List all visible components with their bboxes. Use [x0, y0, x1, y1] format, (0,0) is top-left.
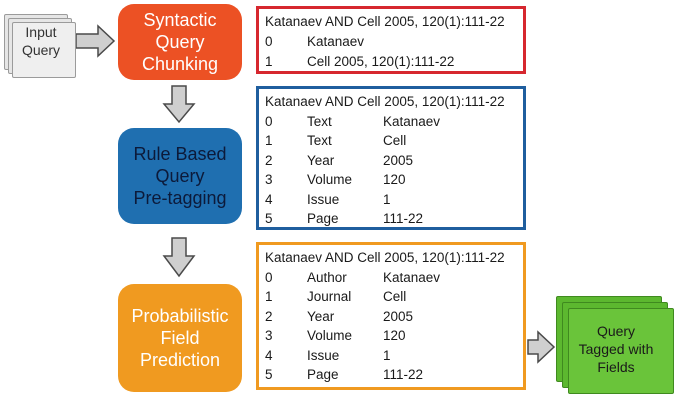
- document-page: [568, 308, 674, 394]
- row-value: 2005: [383, 152, 414, 168]
- row-index: 2: [265, 308, 273, 324]
- row-index: 3: [265, 172, 273, 188]
- document-page: [12, 22, 76, 78]
- step-rule-based-pretagging: Rule Based Query Pre-tagging: [118, 128, 242, 224]
- row-index: 5: [265, 367, 273, 383]
- row-index: 0: [265, 270, 273, 285]
- row-index: 3: [265, 328, 273, 344]
- row-tag: Issue: [307, 191, 340, 207]
- row-index: 4: [265, 347, 273, 363]
- prediction-result-panel: Katanaev AND Cell 2005, 120(1):111-22 0 …: [256, 242, 526, 390]
- table-row: 5 Page 111-22: [265, 365, 440, 384]
- step-syntactic-query-chunking: Syntactic Query Chunking: [118, 4, 242, 80]
- row-tag: Issue: [307, 347, 340, 363]
- table-row: 0 Text Katanaev: [265, 112, 440, 131]
- row-tag: Journal: [307, 289, 352, 305]
- table-row: 4 Issue 1: [265, 190, 440, 209]
- row-tag: Volume: [307, 328, 353, 344]
- row-index: 2: [265, 152, 273, 168]
- row-index: 1: [265, 54, 273, 69]
- row-tag: Page: [307, 211, 339, 227]
- row-index: 5: [265, 211, 273, 227]
- row-tag: Volume: [307, 172, 353, 188]
- row-tag: Text: [307, 133, 332, 149]
- row-value: 111-22: [383, 211, 424, 227]
- row-index: 4: [265, 191, 273, 207]
- row-index: 1: [265, 133, 273, 149]
- table-row: 1 Journal Cell: [265, 287, 440, 306]
- arrow-pretagging-to-prediction: [162, 237, 196, 278]
- step-probabilistic-field-prediction: Probabilistic Field Prediction: [118, 284, 242, 392]
- row-value: 1: [383, 347, 391, 363]
- row-value: Katanaev: [307, 34, 365, 49]
- table-row: 3 Volume 120: [265, 326, 440, 345]
- table-row: 5 Page 111-22: [265, 209, 440, 228]
- row-value: 120: [383, 328, 406, 344]
- row-value: 2005: [383, 308, 414, 324]
- row-value: Cell: [383, 289, 407, 305]
- table-row: 1 Cell 2005, 120(1):111-22: [265, 52, 454, 72]
- row-tag: Author: [307, 270, 347, 285]
- row-tag: Page: [307, 367, 339, 383]
- row-tag: Year: [307, 152, 335, 168]
- row-index: 0: [265, 34, 273, 49]
- row-value: 1: [383, 191, 391, 207]
- row-tag: Year: [307, 308, 335, 324]
- panel-query-text: Katanaev AND Cell 2005, 120(1):111-22: [265, 14, 505, 29]
- panel-query-text: Katanaev AND Cell 2005, 120(1):111-22: [265, 94, 505, 109]
- row-value: Katanaev: [383, 114, 441, 129]
- pretag-table: 0 Text Katanaev 1 Text Cell 2 Year 2005 …: [265, 112, 440, 228]
- panel-query-text: Katanaev AND Cell 2005, 120(1):111-22: [265, 250, 505, 265]
- arrow-input-to-chunking: [75, 24, 116, 58]
- row-tag: Text: [307, 114, 332, 129]
- table-row: 2 Year 2005: [265, 307, 440, 326]
- row-value: 120: [383, 172, 406, 188]
- row-value: Cell 2005, 120(1):111-22: [307, 54, 455, 69]
- pretagging-result-panel: Katanaev AND Cell 2005, 120(1):111-22 0 …: [256, 86, 526, 230]
- row-value: Cell: [383, 133, 407, 149]
- row-index: 0: [265, 114, 273, 129]
- prediction-table: 0 Author Katanaev 1 Journal Cell 2 Year …: [265, 268, 440, 384]
- table-row: 3 Volume 120: [265, 170, 440, 189]
- table-row: 0 Katanaev: [265, 32, 454, 52]
- chunking-result-panel: Katanaev AND Cell 2005, 120(1):111-22 0 …: [256, 6, 526, 74]
- table-row: 2 Year 2005: [265, 151, 440, 170]
- arrow-prediction-to-output: [527, 330, 556, 364]
- row-value: 111-22: [383, 367, 424, 383]
- chunk-table: 0 Katanaev 1 Cell 2005, 120(1):111-22: [265, 32, 454, 72]
- table-row: 1 Text Cell: [265, 131, 440, 150]
- arrow-chunking-to-pretagging: [162, 85, 196, 124]
- table-row: 4 Issue 1: [265, 346, 440, 365]
- table-row: 0 Author Katanaev: [265, 268, 440, 287]
- row-index: 1: [265, 289, 273, 305]
- row-value: Katanaev: [383, 270, 441, 285]
